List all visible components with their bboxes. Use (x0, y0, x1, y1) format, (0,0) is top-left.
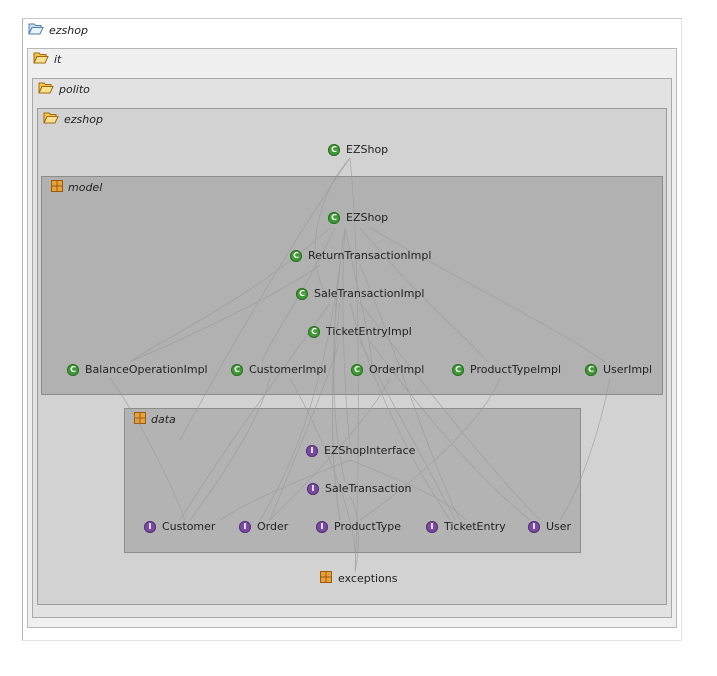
interface-user[interactable]: I User (528, 520, 571, 533)
open-folder-icon (33, 51, 49, 67)
class-icon: C (296, 287, 308, 300)
class-label: UserImpl (603, 363, 653, 376)
package-label-polito: polito (38, 81, 90, 97)
interface-icon: I (306, 444, 318, 457)
class-label: ReturnTransactionImpl (308, 249, 432, 262)
package-name: model (68, 181, 103, 194)
class-order-impl[interactable]: C OrderImpl (351, 363, 424, 376)
class-ezshop[interactable]: C EZShop (328, 143, 388, 156)
interface-icon: I (144, 520, 156, 533)
open-folder-icon (38, 81, 54, 97)
class-label: CustomerImpl (249, 363, 327, 376)
class-label: SaleTransactionImpl (314, 287, 425, 300)
open-folder-icon (28, 22, 44, 38)
interface-icon: I (528, 520, 540, 533)
package-grid-icon (320, 571, 332, 586)
class-icon: C (328, 211, 340, 224)
package-name: polito (59, 82, 90, 96)
interface-icon: I (307, 482, 319, 495)
class-ticket-entry-impl[interactable]: C TicketEntryImpl (308, 325, 412, 338)
class-label: EZShop (346, 143, 389, 156)
interface-label: TicketEntry (444, 520, 506, 533)
package-label-model: model (51, 180, 102, 195)
interface-ticket-entry[interactable]: I TicketEntry (426, 520, 506, 533)
interface-ezshop-interface[interactable]: I EZShopInterface (306, 444, 415, 457)
interface-label: SaleTransaction (325, 482, 412, 495)
interface-icon: I (316, 520, 328, 533)
package-exceptions[interactable]: exceptions (320, 571, 398, 586)
class-label: EZShop (346, 211, 389, 224)
interface-label: Customer (162, 520, 216, 533)
class-label: TicketEntryImpl (326, 325, 412, 338)
class-sale-transaction-impl[interactable]: C SaleTransactionImpl (296, 287, 424, 300)
package-name: ezshop (64, 112, 103, 126)
class-icon: C (67, 363, 79, 376)
package-label-ezshop-root: ezshop (28, 22, 88, 38)
package-name: ezshop (49, 23, 88, 37)
package-label-ezshop: ezshop (43, 111, 103, 127)
class-icon: C (452, 363, 464, 376)
interface-label: ProductType (334, 520, 402, 533)
interface-label: Order (257, 520, 289, 533)
class-icon: C (585, 363, 597, 376)
class-model-ezshop[interactable]: C EZShop (328, 211, 388, 224)
interface-label: EZShopInterface (324, 444, 416, 457)
interface-customer[interactable]: I Customer (144, 520, 215, 533)
class-icon: C (351, 363, 363, 376)
class-label: BalanceOperationImpl (85, 363, 208, 376)
interface-sale-transaction[interactable]: I SaleTransaction (307, 482, 411, 495)
class-label: ProductTypeImpl (470, 363, 562, 376)
interface-icon: I (239, 520, 251, 533)
interface-label: User (546, 520, 572, 533)
class-label: OrderImpl (369, 363, 425, 376)
package-name: it (54, 52, 62, 66)
class-customer-impl[interactable]: C CustomerImpl (231, 363, 326, 376)
interface-icon: I (426, 520, 438, 533)
package-grid-icon (134, 412, 146, 427)
class-user-impl[interactable]: C UserImpl (585, 363, 652, 376)
class-icon: C (328, 143, 340, 156)
class-return-transaction-impl[interactable]: C ReturnTransactionImpl (290, 249, 431, 262)
class-icon: C (308, 325, 320, 338)
package-grid-icon (51, 180, 63, 195)
package-name: data (151, 413, 176, 426)
interface-order[interactable]: I Order (239, 520, 288, 533)
interface-product-type[interactable]: I ProductType (316, 520, 401, 533)
open-folder-icon (43, 111, 59, 127)
class-balance-operation-impl[interactable]: C BalanceOperationImpl (67, 363, 208, 376)
class-icon: C (231, 363, 243, 376)
class-icon: C (290, 249, 302, 262)
package-label-it: it (33, 51, 61, 67)
package-label-data: data (134, 412, 176, 427)
package-name: exceptions (338, 572, 398, 585)
class-product-type-impl[interactable]: C ProductTypeImpl (452, 363, 561, 376)
